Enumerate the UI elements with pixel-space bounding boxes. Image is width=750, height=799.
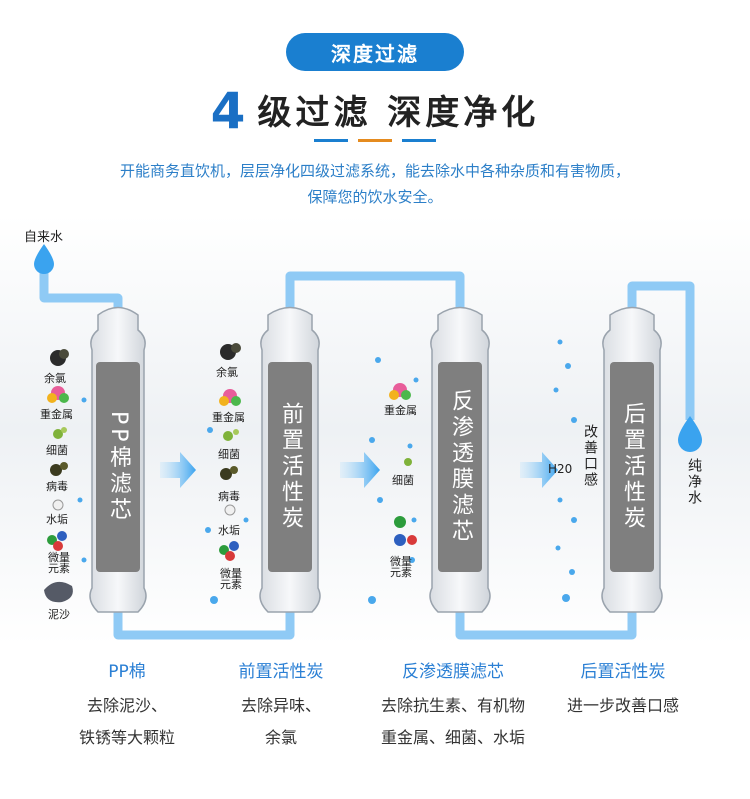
- pollutant-2-5: 水垢: [218, 524, 240, 537]
- stage-desc-3-line-1: 去除抗生素、有机物: [380, 696, 525, 715]
- intro-text: 开能商务直饮机，层层净化四级过滤系统，能去除水中各种杂质和有害物质， 保障您的饮…: [0, 158, 750, 210]
- intro-line-1: 开能商务直饮机，层层净化四级过滤系统，能去除水中各种杂质和有害物质，: [119, 162, 630, 180]
- stage-desc-3: 去除抗生素、有机物 重金属、细菌、水垢: [358, 690, 548, 754]
- pure-water-drop-icon: [678, 416, 702, 452]
- pollutant-1-4: 病毒: [46, 480, 68, 493]
- pollutant-1-2: 重金属: [40, 408, 73, 421]
- tap-water-drop-icon: [34, 244, 54, 274]
- cartridge-label-2: 前置活性炭: [268, 362, 312, 572]
- divider-blue-left: [314, 139, 348, 142]
- stage-desc-3-line-2: 重金属、细菌、水垢: [380, 728, 525, 747]
- flow-arrow-1: [160, 452, 196, 488]
- section-pill: 深度过滤: [286, 33, 464, 71]
- pollutant-icons-stage-3: [389, 383, 417, 546]
- flow-arrow-2: [340, 452, 380, 488]
- stage-desc-4: 进一步改善口感: [528, 690, 718, 722]
- cartridge-label-1: PP棉滤芯: [96, 362, 140, 572]
- output-label: 纯净水: [686, 458, 702, 506]
- stage-desc-1-line-1: 去除泥沙、: [86, 696, 167, 715]
- intro-line-2: 保障您的饮水安全。: [307, 188, 443, 206]
- h2o-label: H20: [548, 462, 573, 476]
- stage-desc-2-line-2: 余氯: [264, 728, 297, 747]
- source-label: 自来水: [24, 230, 64, 245]
- pollutant-2-3: 细菌: [218, 448, 240, 461]
- improve-taste-label: 改善口感: [582, 424, 598, 488]
- divider-orange: [358, 139, 392, 142]
- pollutant-1-7: 泥沙: [48, 608, 70, 621]
- pollutant-3-3: 微量元素: [390, 555, 412, 579]
- pollutant-icons-stage-2: [219, 343, 241, 561]
- pollutant-2-4: 病毒: [218, 490, 240, 503]
- stage-name-2: 前置活性炭: [238, 662, 324, 682]
- headline-text: 级过滤 深度净化: [257, 93, 540, 133]
- water-pipe: [39, 271, 695, 640]
- cartridge-label-4: 后置活性炭: [610, 362, 654, 572]
- cartridge-label-3: 反渗透膜滤芯: [438, 362, 482, 572]
- stage-desc-2-line-1: 去除异味、: [240, 696, 321, 715]
- pollutant-2-1: 余氯: [216, 366, 238, 379]
- flow-arrow-3: [520, 452, 558, 488]
- stage-name-1: PP棉: [108, 662, 146, 682]
- flow-arrows: [160, 452, 558, 488]
- pollutant-1-3: 细菌: [46, 444, 68, 457]
- pollutant-1-1: 余氯: [44, 372, 66, 385]
- stage-name-4: 后置活性炭: [580, 662, 666, 682]
- pollutant-icons-stage-1: [44, 349, 73, 603]
- divider-blue-right: [402, 139, 436, 142]
- stage-desc-4-line-1: 进一步改善口感: [566, 696, 679, 715]
- stage-desc-2: 去除异味、 余氯: [186, 690, 376, 754]
- water-bubbles: [77, 339, 577, 604]
- stage-desc-1: 去除泥沙、 铁锈等大颗粒: [32, 690, 222, 754]
- pollutant-1-5: 水垢: [46, 513, 68, 526]
- pollutant-2-6: 微量元素: [220, 567, 242, 591]
- headline-number: 4: [210, 82, 250, 140]
- pollutant-3-1: 重金属: [384, 404, 417, 417]
- stage-name-3: 反渗透膜滤芯: [402, 662, 504, 682]
- pollutant-1-6: 微量元素: [48, 551, 70, 575]
- pollutant-3-2: 细菌: [392, 474, 414, 487]
- pollutant-2-2: 重金属: [212, 411, 245, 424]
- stage-desc-1-line-2: 铁锈等大颗粒: [78, 728, 175, 747]
